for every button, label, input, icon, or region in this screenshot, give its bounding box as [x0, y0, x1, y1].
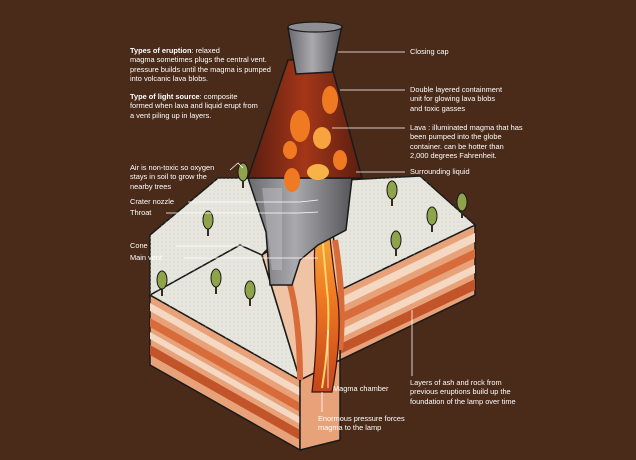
pressure-label: Enormous pressure forces magma to the la…: [318, 414, 405, 433]
lava-blob: [290, 110, 310, 142]
closing-cap-label: Closing cap: [410, 47, 449, 56]
containment-label: Double layered containment unit for glow…: [410, 85, 503, 113]
eruption-heading: Types of eruption: [130, 46, 192, 55]
lava-blob: [313, 127, 331, 149]
eruption-label: Types of eruption: relaxed magma sometim…: [130, 46, 280, 84]
ash-layers-label: Layers of ash and rock from previous eru…: [410, 378, 516, 406]
surrounding-liquid-label: Surrounding liquid: [410, 167, 470, 176]
tree-icon: [156, 270, 168, 296]
lava-label: Lava : illuminated magma that has been p…: [410, 123, 523, 161]
leader-throat: [166, 211, 319, 214]
leader-lines: [166, 51, 413, 412]
crater-nozzle-label: Crater nozzle: [130, 197, 174, 206]
tree-icon: [244, 280, 256, 306]
tree-icon: [386, 180, 398, 206]
air-label: Air is non-toxic so oxygen stays in soil…: [130, 163, 215, 191]
lava-blob: [284, 168, 300, 192]
light-body: : composite formed when lava and liquid …: [130, 92, 258, 120]
eruption-body: : relaxed magma sometimes plugs the cent…: [130, 46, 271, 84]
leader-crater: [188, 199, 319, 203]
tree-icon: [390, 230, 402, 256]
tree-icon: [237, 162, 249, 188]
ground-left-face: [149, 293, 301, 452]
trees: [156, 162, 468, 306]
throat-label: Throat: [130, 208, 152, 217]
closing-cap: [287, 21, 343, 75]
tree-icon: [456, 192, 468, 218]
light-source-label: Type of light source: composite formed w…: [130, 92, 280, 120]
lava-blob: [322, 86, 338, 114]
tree-icon: [202, 210, 214, 236]
tree-icon: [426, 206, 438, 232]
cone-label: Cone: [130, 241, 148, 250]
tree-icon: [210, 268, 222, 294]
lava-blob: [283, 141, 297, 159]
lamp-globe: [246, 59, 363, 192]
lava-blob: [307, 164, 329, 180]
magma-conduit: [311, 199, 340, 393]
light-heading: Type of light source: [130, 92, 200, 101]
leader-air: [229, 162, 244, 171]
ground-right-face: [299, 223, 476, 451]
magma-chamber-label: Magma chamber: [333, 384, 389, 393]
lava-blob: [333, 150, 347, 170]
main-vent-label: Main vent: [130, 253, 163, 262]
